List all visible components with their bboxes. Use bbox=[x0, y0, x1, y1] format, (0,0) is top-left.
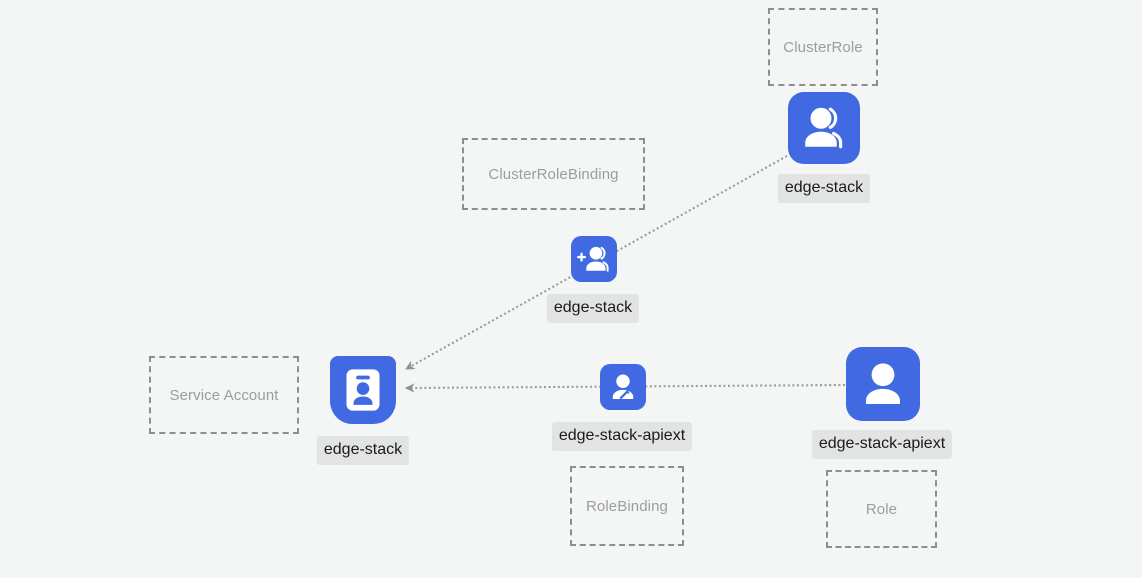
node-name-clusterrolebinding: edge-stack bbox=[546, 294, 640, 323]
node-name-rolebinding: edge-stack-apiext bbox=[551, 422, 693, 451]
kind-box-serviceaccount: Service Account bbox=[149, 356, 299, 434]
node-name-role: edge-stack-apiext bbox=[811, 430, 953, 459]
service-account-icon[interactable] bbox=[330, 356, 396, 424]
role-binding-icon[interactable] bbox=[600, 364, 646, 410]
kind-box-role: Role bbox=[826, 470, 937, 548]
role-icon[interactable] bbox=[846, 347, 920, 421]
kind-box-rolebinding: RoleBinding bbox=[570, 466, 684, 546]
node-name-serviceaccount: edge-stack bbox=[316, 436, 410, 465]
kind-box-clusterrole: ClusterRole bbox=[768, 8, 878, 86]
kind-box-clusterrolebinding: ClusterRoleBinding bbox=[462, 138, 645, 210]
node-name-clusterrole: edge-stack bbox=[777, 174, 871, 203]
cluster-role-binding-icon[interactable] bbox=[571, 236, 617, 282]
kind-label-role: Role bbox=[865, 500, 898, 518]
kind-label-rolebinding: RoleBinding bbox=[586, 497, 668, 515]
kind-label-serviceaccount: Service Account bbox=[169, 386, 279, 404]
cluster-role-icon[interactable] bbox=[788, 92, 860, 164]
kind-label-clusterrolebinding: ClusterRoleBinding bbox=[488, 165, 619, 183]
kind-label-clusterrole: ClusterRole bbox=[783, 38, 863, 56]
